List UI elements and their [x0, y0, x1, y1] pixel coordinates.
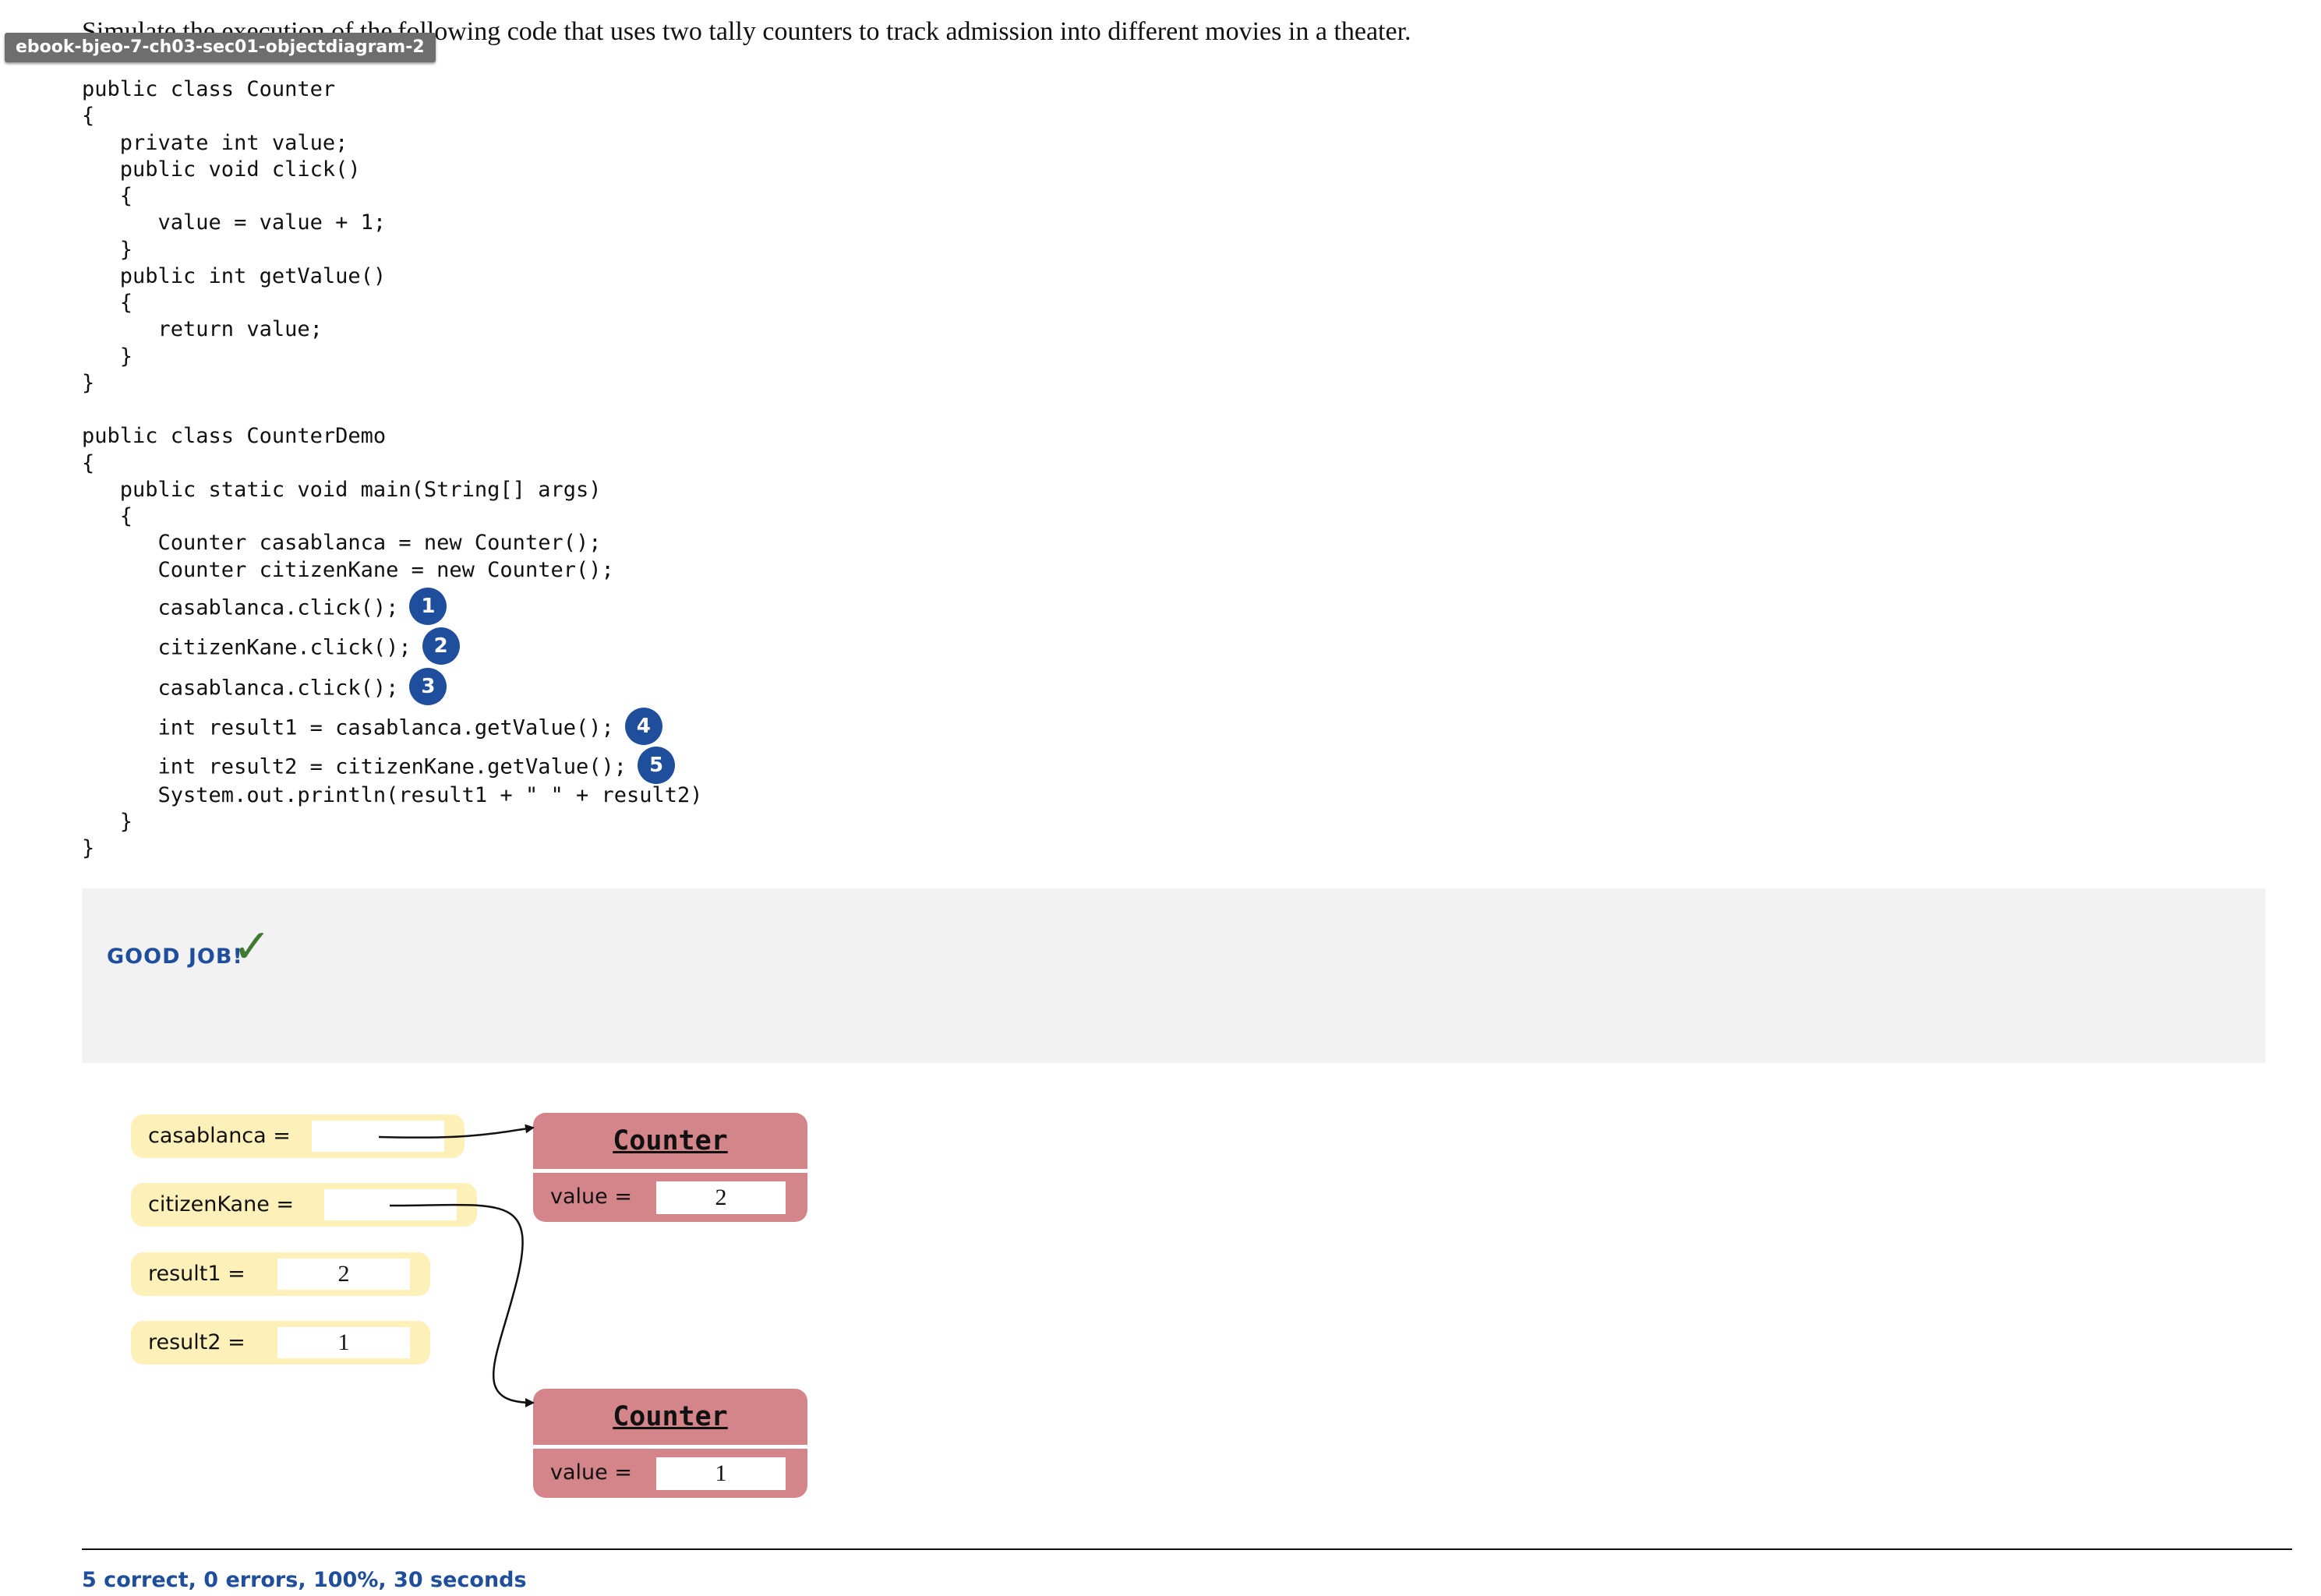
object-divider — [533, 1445, 807, 1449]
code-line: { — [82, 104, 95, 128]
code-line: public class Counter — [82, 77, 336, 101]
checkmark-icon: ✓ — [232, 920, 272, 974]
code-step-1: casablanca.click(); 1 — [82, 588, 447, 625]
counter-object-1[interactable]: Counter value = 2 — [533, 1113, 807, 1222]
step-badge-4[interactable]: 4 — [624, 708, 662, 745]
code-text: citizenKane.click(); — [82, 635, 412, 660]
code-step-3: casablanca.click(); 3 — [82, 668, 447, 705]
code-line: return value; — [82, 317, 323, 341]
object-type-label: Counter — [613, 1125, 728, 1156]
code-line: public static void main(String[] args) — [82, 478, 602, 502]
code-line: Counter citizenKane = new Counter(); — [82, 558, 614, 582]
score-summary: 5 correct, 0 errors, 100%, 30 seconds — [82, 1568, 527, 1592]
code-text: int result2 = citizenKane.getValue(); — [82, 754, 627, 779]
code-step-5: int result2 = citizenKane.getValue(); 5 — [82, 747, 675, 784]
code-line: } — [82, 836, 95, 860]
field-label: value = — [550, 1460, 632, 1485]
object-type-label: Counter — [613, 1401, 728, 1432]
code-line: public class CounterDemo — [82, 424, 387, 448]
counter-object-2[interactable]: Counter value = 1 — [533, 1389, 807, 1498]
variable-result1: result1 = 2 — [131, 1252, 430, 1296]
code-line: } — [82, 238, 133, 262]
result1-value-box[interactable]: 2 — [277, 1259, 410, 1290]
object-1-value-box[interactable]: 2 — [656, 1181, 786, 1214]
step-badge-2[interactable]: 2 — [422, 627, 460, 665]
result2-value-box[interactable]: 1 — [277, 1327, 410, 1358]
code-line: Counter casablanca = new Counter(); — [82, 531, 602, 555]
object-2-value-box[interactable]: 1 — [656, 1457, 786, 1490]
variable-result2: result2 = 1 — [131, 1321, 430, 1365]
code-text: casablanca.click(); — [82, 676, 399, 701]
object-divider — [533, 1169, 807, 1173]
feedback-panel: GOOD JOB! ✓ — [82, 888, 2266, 1063]
code-step-2: citizenKane.click(); 2 — [82, 627, 460, 665]
variable-label: result2 = — [148, 1330, 246, 1354]
code-line: { — [82, 504, 133, 528]
step-badge-3[interactable]: 3 — [409, 668, 447, 705]
code-text: casablanca.click(); — [82, 595, 399, 620]
feedback-message: GOOD JOB! — [107, 945, 243, 969]
variable-label: casablanca = — [148, 1124, 291, 1148]
exercise-id-tag: ebook-bjeo-7-ch03-sec01-objectdiagram-2 — [5, 33, 436, 62]
code-line: public void click() — [82, 157, 361, 182]
code-line: { — [82, 184, 133, 208]
citizenkane-reference-box[interactable] — [324, 1189, 457, 1220]
citizenkane-arrow — [389, 1203, 535, 1407]
field-label: value = — [550, 1185, 632, 1209]
intro-text: following code that uses two tally count… — [397, 17, 1411, 46]
code-line: } — [82, 344, 133, 369]
step-badge-1[interactable]: 1 — [409, 588, 447, 625]
variable-label: citizenKane = — [148, 1192, 295, 1216]
variable-casablanca: casablanca = — [131, 1114, 465, 1158]
code-line: } — [82, 371, 95, 395]
code-text: int result1 = casablanca.getValue(); — [82, 715, 614, 740]
step-badge-5[interactable]: 5 — [637, 747, 675, 784]
code-line: { — [82, 451, 95, 475]
code-line: value = value + 1; — [82, 210, 387, 235]
code-line: System.out.println(result1 + " " + resul… — [82, 783, 703, 807]
divider — [82, 1548, 2292, 1550]
code-line: { — [82, 291, 133, 315]
code-line: } — [82, 810, 133, 834]
variable-label: result1 = — [148, 1262, 246, 1286]
code-step-4: int result1 = casablanca.getValue(); 4 — [82, 708, 662, 745]
code-line: private int value; — [82, 131, 348, 155]
variable-citizenkane: citizenKane = — [131, 1183, 477, 1227]
casablanca-reference-box[interactable] — [312, 1121, 444, 1152]
code-line: public int getValue() — [82, 264, 387, 288]
